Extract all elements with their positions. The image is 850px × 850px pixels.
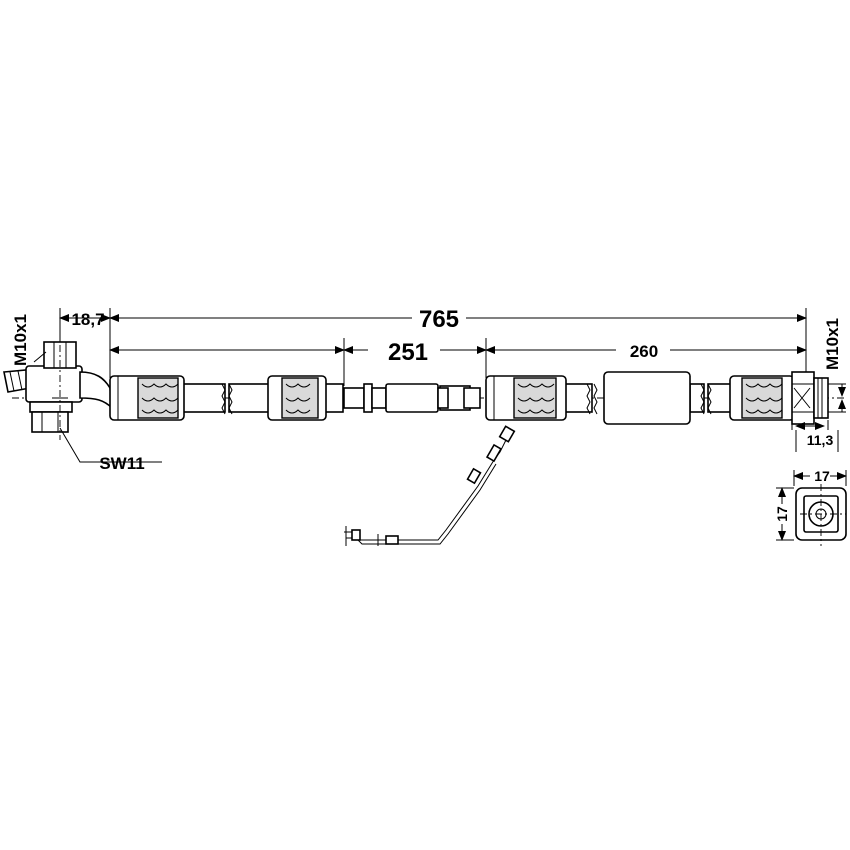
section-b-label: 260	[630, 342, 658, 361]
crimp-ferrule	[109, 375, 185, 421]
section-a-label: 251	[388, 339, 428, 366]
hose-routing-overview	[344, 425, 516, 546]
crimp-ferrule	[485, 375, 567, 421]
overall-length-label: 765	[419, 306, 459, 333]
left-offset-dimension	[59, 308, 111, 342]
end-view-height-label: 17	[774, 506, 790, 522]
overall-length-dimension	[109, 308, 807, 378]
wrench-size-leader	[59, 427, 162, 463]
mounting-grommet	[343, 383, 481, 413]
right-threaded-fitting	[791, 371, 829, 425]
protective-sleeve	[603, 371, 691, 425]
end-view-width-label: 17	[814, 468, 830, 484]
fitting-end-view	[776, 470, 847, 546]
thread-left-label: M10x1	[11, 314, 30, 366]
thread-left-leader	[33, 351, 47, 363]
crimp-ferrule	[729, 375, 795, 421]
thread-right-label: M10x1	[823, 318, 842, 370]
right-fitting-length-dimension	[791, 420, 839, 452]
hose-break-symbol	[221, 383, 226, 415]
wrench-size-label: SW11	[99, 454, 144, 473]
right-fitting-length-label: 11,3	[807, 432, 834, 448]
left-banjo-fitting	[3, 330, 114, 440]
left-offset-label: 18,7	[71, 310, 104, 329]
section-a-dimension	[109, 338, 487, 386]
crimp-ferrule	[267, 375, 327, 421]
